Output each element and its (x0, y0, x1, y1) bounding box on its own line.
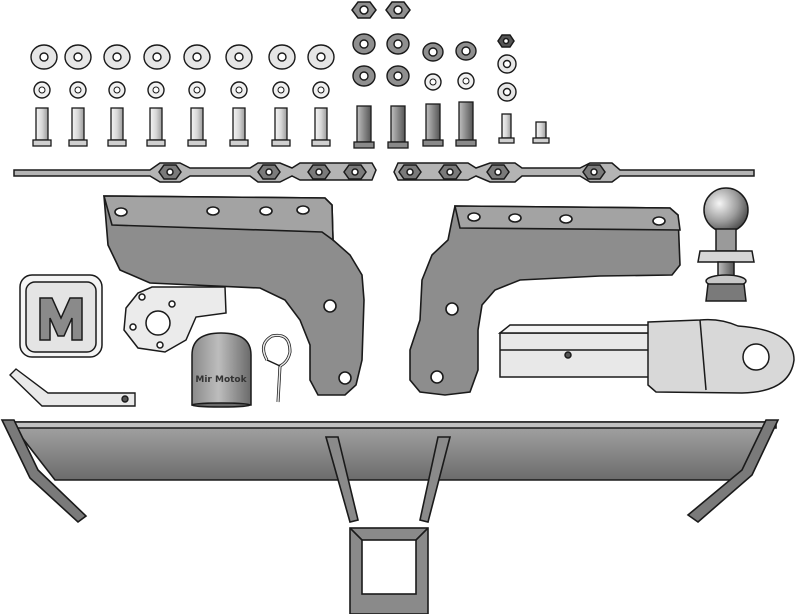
flat-washer (268, 44, 296, 70)
bolt (229, 107, 249, 147)
flat-washer (103, 44, 131, 70)
flat-washer-dark (422, 42, 444, 62)
bolts-long (32, 107, 331, 147)
flat-washer (30, 44, 58, 70)
flat-washer-small (497, 82, 517, 102)
strap-nut (158, 164, 182, 180)
strap-nut (582, 164, 606, 180)
socket-mounting-plate (123, 286, 227, 353)
strap-nut (343, 164, 367, 180)
flat-washer (64, 44, 92, 70)
flat-washer (307, 44, 335, 70)
mounting-strap-left (13, 162, 377, 183)
flat-washer (143, 44, 171, 70)
bolt-dark (455, 101, 477, 147)
bolt (107, 107, 127, 147)
hitch-clip-pin (261, 333, 292, 403)
bolt (32, 107, 52, 147)
bolt (146, 107, 166, 147)
side-bracket-left (102, 195, 365, 396)
hex-nuts (351, 1, 515, 48)
flat-washer-dark (386, 65, 410, 87)
m-logo-icon (39, 297, 83, 341)
strap-nut (307, 164, 331, 180)
flat-washers-large (30, 33, 517, 102)
mounting-strap-right (393, 162, 755, 183)
receiver-crossbar (0, 419, 780, 614)
strap-nut (398, 164, 422, 180)
strap-nut (438, 164, 462, 180)
bolt-dark (353, 105, 375, 149)
flat-washer-small (497, 54, 517, 74)
bolt-dark (387, 105, 409, 149)
bolt (311, 107, 331, 147)
strap-nut (486, 164, 510, 180)
bolt-dark (422, 103, 444, 147)
cover-brand-text: Mir Motok (195, 375, 247, 385)
flat-washer-dark (352, 65, 376, 87)
strap-nut (257, 164, 281, 180)
side-bracket-right (409, 205, 681, 396)
bolt-small (532, 121, 550, 144)
flat-washer-dark (352, 33, 376, 55)
bolt (68, 107, 88, 147)
bolt-small (498, 113, 515, 144)
hitch-pin (9, 368, 136, 407)
trailer-socket-cover (19, 274, 103, 358)
flat-washer-dark (386, 33, 410, 55)
flat-washer-dark (455, 41, 477, 61)
bolt (271, 107, 291, 147)
bolts-short (353, 101, 550, 149)
ball-mount-drawbar (497, 318, 795, 394)
flat-washer (183, 44, 211, 70)
ball-cover-cap: Mir Motok (191, 332, 252, 408)
tow-ball (697, 187, 755, 302)
lock-washers (33, 72, 475, 99)
bolt (187, 107, 207, 147)
flat-washer (225, 44, 253, 70)
